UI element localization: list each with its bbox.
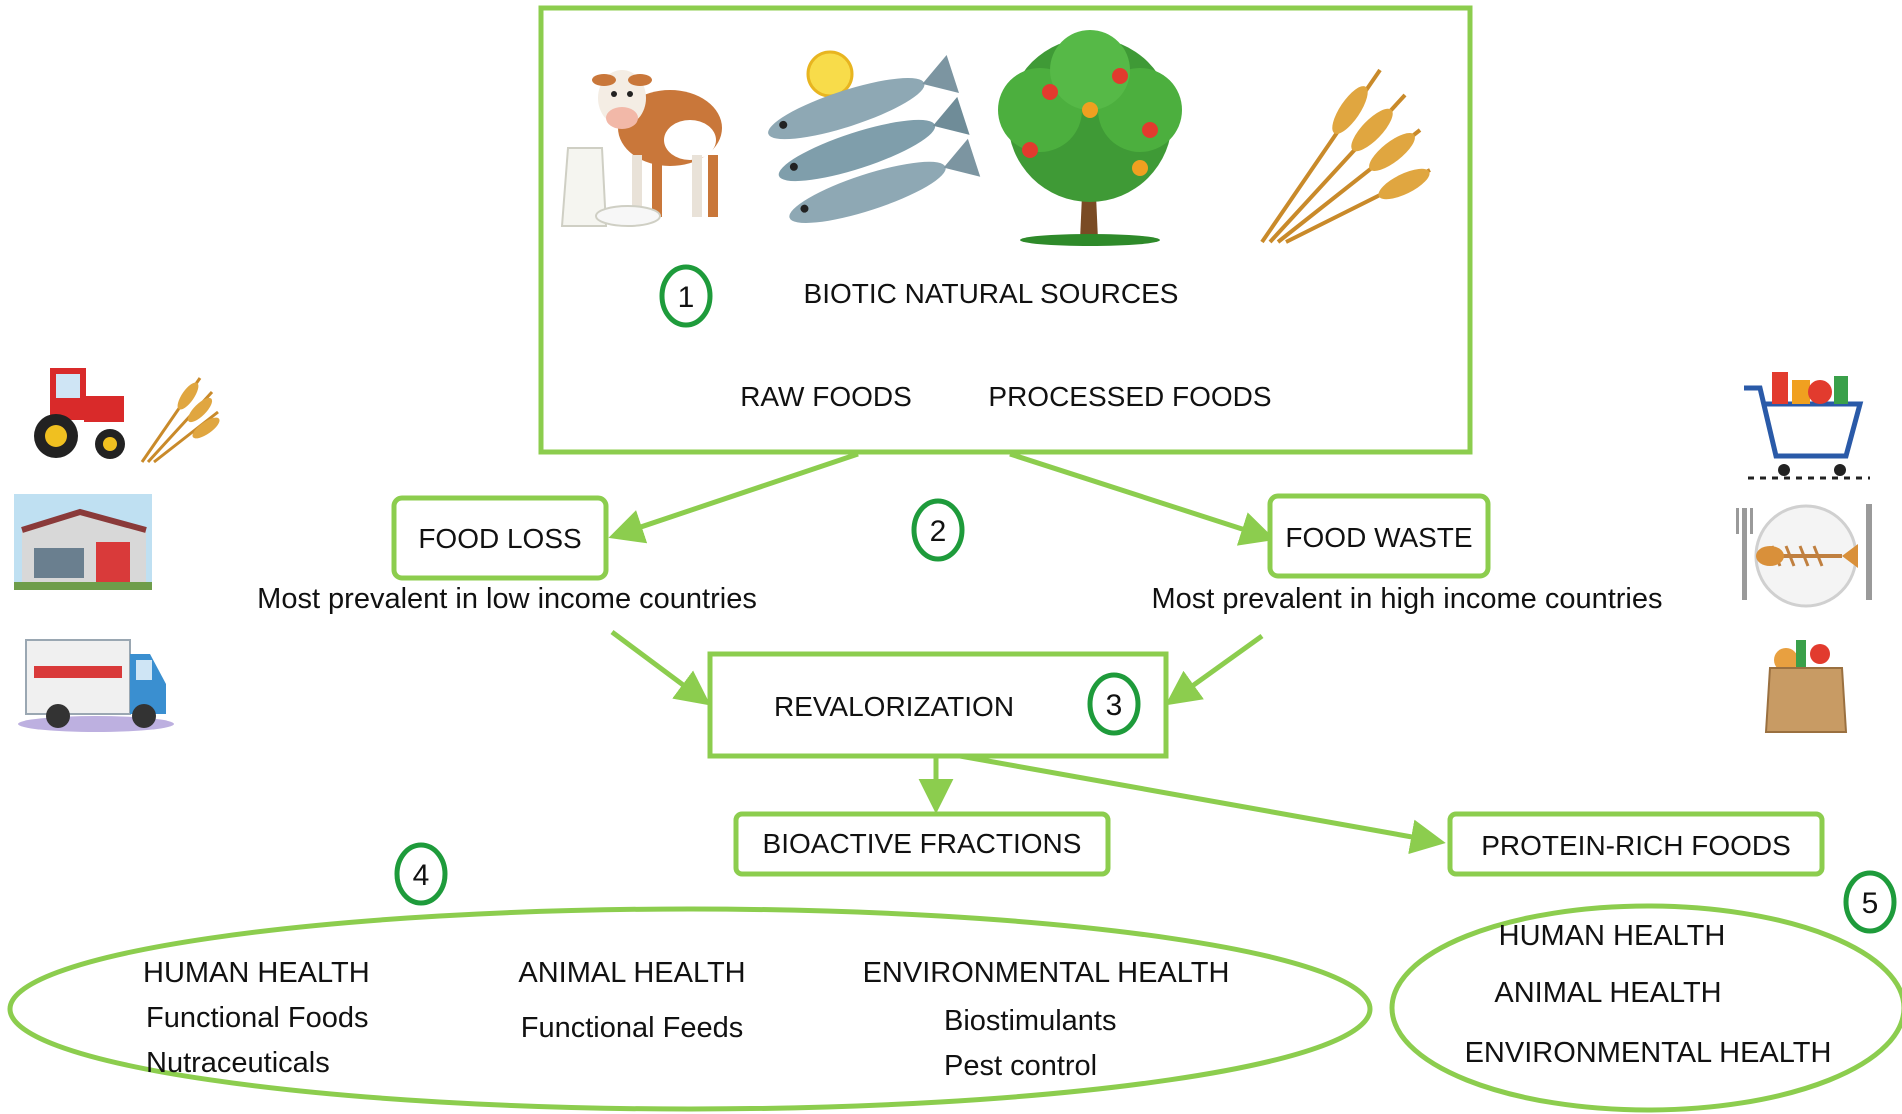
nutraceuticals-label: Nutraceuticals bbox=[146, 1047, 330, 1079]
svg-text:1: 1 bbox=[678, 281, 695, 314]
food-loss-note: Most prevalent in low income countries bbox=[257, 583, 757, 615]
plate-fish-bones-icon bbox=[1754, 504, 1858, 608]
badge-3: 3 bbox=[1087, 672, 1141, 736]
protein-animal-health-label: ANIMAL HEALTH bbox=[1494, 977, 1721, 1009]
protein-human-health-label: HUMAN HEALTH bbox=[1499, 920, 1726, 952]
functional-feeds-label: Functional Feeds bbox=[521, 1012, 743, 1044]
wheat-icon bbox=[140, 377, 220, 464]
animal-health-label: ANIMAL HEALTH bbox=[518, 957, 745, 989]
bioactive-fractions-label: BIOACTIVE FRACTIONS bbox=[763, 828, 1082, 859]
biostimulants-label: Biostimulants bbox=[944, 1005, 1116, 1037]
badge-2: 2 bbox=[911, 498, 965, 562]
grocery-bag-icon bbox=[1764, 640, 1848, 733]
sources-box bbox=[538, 5, 1473, 455]
svg-text:4: 4 bbox=[413, 859, 430, 892]
arrow-food-waste-to-revalorization bbox=[1165, 633, 1264, 706]
environmental-health-label: ENVIRONMENTAL HEALTH bbox=[863, 957, 1230, 989]
protein-rich-foods-box bbox=[1447, 811, 1825, 877]
sources-title: BIOTIC NATURAL SOURCES bbox=[804, 278, 1179, 309]
food-loss-box bbox=[391, 495, 609, 581]
food-waste-label: FOOD WASTE bbox=[1285, 522, 1472, 553]
bioactive-uses-ellipse bbox=[7, 906, 1373, 1112]
bioactive-fractions-box bbox=[733, 811, 1111, 877]
protein-environmental-health-label: ENVIRONMENTAL HEALTH bbox=[1465, 1037, 1832, 1069]
svg-text:5: 5 bbox=[1862, 887, 1879, 920]
knife-icon bbox=[1866, 504, 1872, 600]
shopping-cart-icon bbox=[1744, 372, 1870, 480]
arrow-revalorization-to-protein bbox=[959, 753, 1446, 855]
cow-icon bbox=[592, 70, 722, 217]
svg-text:2: 2 bbox=[930, 515, 947, 548]
protein-uses-ellipse bbox=[1389, 903, 1902, 1113]
arrow-sources-to-food-loss bbox=[608, 451, 859, 544]
tractor-icon bbox=[34, 368, 125, 459]
fork-icon bbox=[1736, 508, 1753, 600]
functional-foods-label: Functional Foods bbox=[146, 1002, 368, 1034]
badge-5: 5 bbox=[1843, 870, 1897, 934]
protein-rich-foods-label: PROTEIN-RICH FOODS bbox=[1481, 830, 1791, 861]
arrow-sources-to-food-waste bbox=[1009, 451, 1276, 546]
fish-icon bbox=[768, 54, 981, 223]
svg-text:3: 3 bbox=[1106, 689, 1123, 722]
raw-foods-label: RAW FOODS bbox=[740, 381, 912, 412]
food-loss-label: FOOD LOSS bbox=[418, 523, 581, 554]
arrow-food-loss-to-revalorization bbox=[610, 629, 711, 706]
delivery-truck-icon bbox=[18, 639, 174, 732]
warehouse-icon bbox=[14, 494, 152, 590]
lemon-icon bbox=[806, 50, 854, 98]
food-waste-note: Most prevalent in high income countries bbox=[1152, 583, 1663, 615]
milk-jug-icon bbox=[560, 147, 661, 227]
wheat-icon bbox=[1260, 68, 1431, 244]
food-waste-box bbox=[1267, 493, 1491, 579]
processed-foods-label: PROCESSED FOODS bbox=[988, 381, 1271, 412]
pest-control-label: Pest control bbox=[944, 1050, 1097, 1082]
badge-4: 4 bbox=[394, 842, 448, 906]
revalorization-label: REVALORIZATION bbox=[774, 691, 1014, 722]
fruit-tree-icon bbox=[998, 30, 1182, 246]
human-health-label: HUMAN HEALTH bbox=[143, 957, 370, 989]
badge-1: 1 bbox=[659, 264, 713, 328]
